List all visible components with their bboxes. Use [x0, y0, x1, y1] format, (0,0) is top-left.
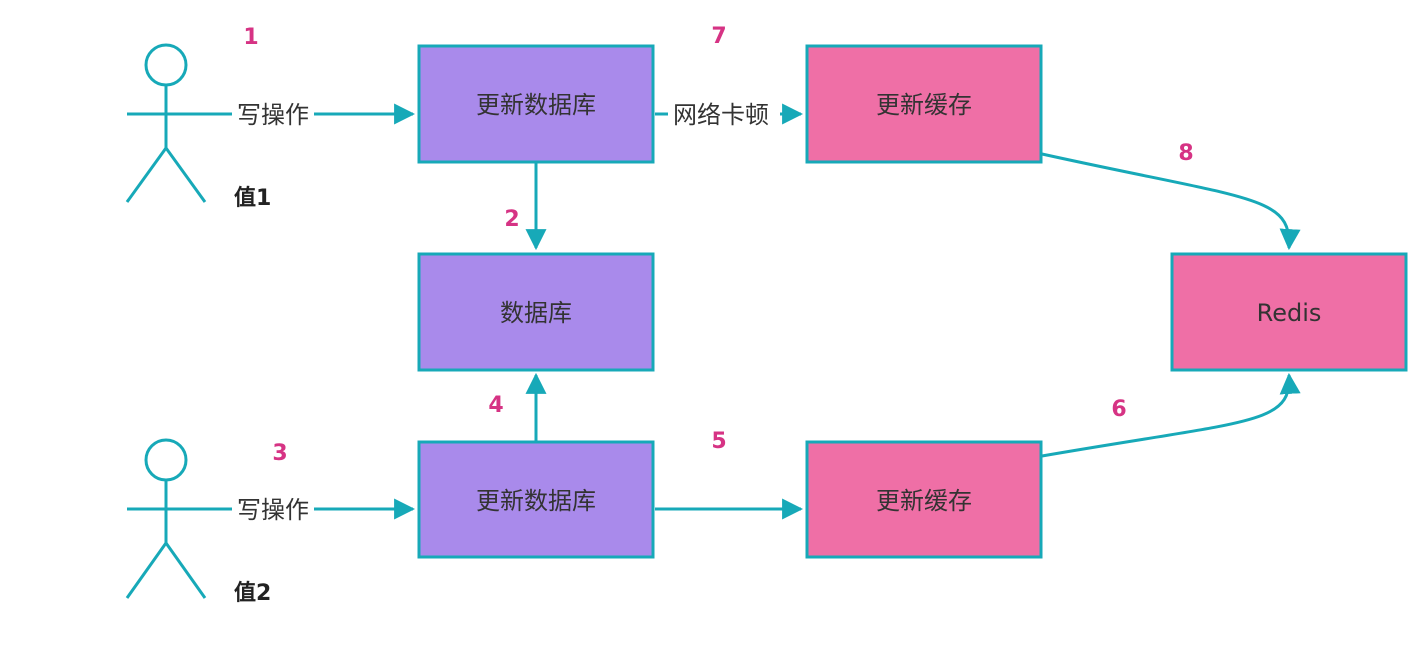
node-update-db-1: 更新数据库	[417, 44, 655, 164]
node-update-cache-1-label: 更新缓存	[876, 91, 972, 119]
edge-cache1-to-redis	[1041, 152, 1301, 251]
node-update-db-2-label: 更新数据库	[476, 487, 596, 515]
step-number-3: 3	[272, 441, 287, 466]
step-number-2: 2	[504, 207, 519, 232]
actor-1-stick-figure-icon	[125, 43, 207, 203]
node-update-cache-2: 更新缓存	[805, 440, 1043, 559]
node-update-db-1-label: 更新数据库	[476, 91, 596, 119]
edge-label-write-op-2: 写操作	[237, 496, 309, 524]
node-update-db-2: 更新数据库	[417, 440, 655, 559]
node-database-label: 数据库	[500, 299, 572, 327]
step-number-8: 8	[1178, 141, 1193, 166]
node-update-cache-1: 更新缓存	[805, 44, 1043, 164]
step-number-7: 7	[711, 24, 726, 49]
actor-2-stick-figure-icon	[125, 438, 207, 599]
actor-2-label: 值2	[234, 580, 271, 606]
edge-label-write-op-1: 写操作	[237, 101, 309, 129]
step-number-4: 4	[488, 393, 503, 418]
edge-label-network-lag: 网络卡顿	[673, 101, 769, 129]
step-number-6: 6	[1111, 397, 1126, 422]
node-redis-label: Redis	[1257, 299, 1322, 327]
step-number-1: 1	[243, 25, 258, 50]
edge-cache2-to-redis	[1041, 372, 1301, 458]
node-redis: Redis	[1170, 252, 1408, 372]
node-database: 数据库	[417, 252, 655, 372]
step-number-5: 5	[711, 429, 726, 454]
node-update-cache-2-label: 更新缓存	[876, 487, 972, 515]
actor-1-label: 值1	[234, 185, 271, 211]
